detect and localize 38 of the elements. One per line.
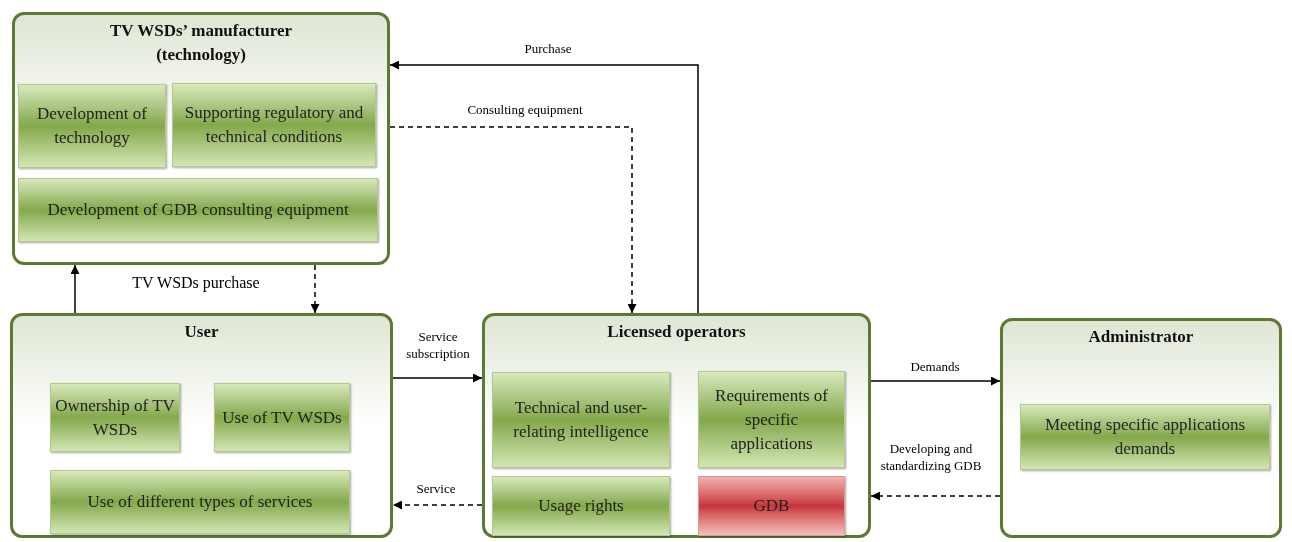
process-box: [492, 476, 670, 536]
arrow: [392, 373, 483, 383]
arrow: [870, 491, 1001, 501]
box-label: GDB: [753, 495, 790, 517]
group-title: TV WSDs’ manufacturer (technology): [109, 20, 293, 66]
box-label: Usage rights: [538, 495, 624, 517]
box-label: Use of TV WSDs: [222, 406, 342, 429]
process-box: [698, 371, 845, 468]
process-box: [492, 372, 670, 468]
group-title: User: [183, 321, 220, 343]
arrow: [392, 500, 483, 510]
process-box: [214, 383, 350, 452]
arrow: [870, 376, 1001, 386]
box-label: Use of different types of services: [87, 491, 313, 513]
group-title: Administrator: [1087, 326, 1195, 348]
group-title: Licensed operators: [606, 321, 747, 343]
box-label: Technical and user-relating intelligence: [512, 397, 650, 443]
arrow: [389, 126, 637, 314]
arrow: [70, 264, 80, 314]
process-box: [18, 178, 378, 242]
group-box: [482, 313, 871, 538]
process-box: [172, 83, 376, 167]
box-label: Ownership of TV WSDs: [55, 394, 175, 441]
box-label: Requirements of specific applications: [714, 384, 829, 455]
box-label: Development of GDB consulting equipment: [47, 199, 349, 221]
arrow: [389, 60, 699, 314]
group-box: [1000, 318, 1282, 538]
process-box: [18, 84, 166, 168]
box-label: Supporting regulatory and technical conditions: [183, 102, 365, 148]
process-box: [1020, 404, 1270, 470]
process-box: [698, 476, 845, 536]
arrow: [310, 264, 320, 314]
process-box: [50, 470, 350, 534]
process-box: [50, 383, 180, 452]
group-box: [10, 313, 393, 538]
box-label: Meeting specific applications demands: [1043, 414, 1247, 460]
box-label: Development of technology: [36, 103, 148, 149]
group-box: [12, 12, 390, 265]
